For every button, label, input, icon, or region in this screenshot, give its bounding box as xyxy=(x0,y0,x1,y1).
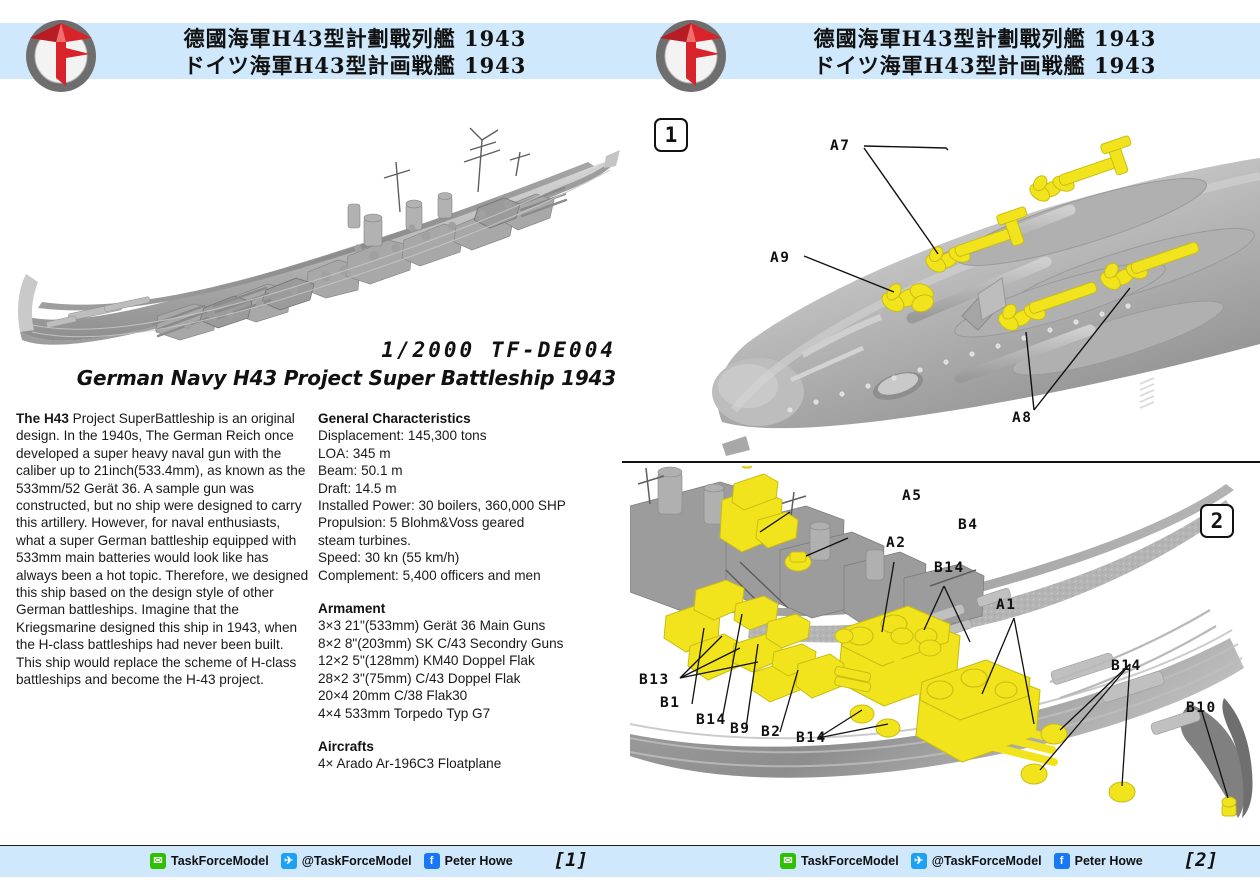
panel2-render xyxy=(630,466,1253,818)
callout-b14: B14 xyxy=(1111,658,1142,674)
spec-line: LOA: 345 m xyxy=(318,445,391,461)
page-right: 德國海軍H43型計劃戰列艦 1943 ドイツ海軍H43型計画戦艦 1943 1 xyxy=(622,0,1260,891)
armament-line: 12×2 5"(128mm) KM40 Doppel Flak xyxy=(318,653,535,669)
page-left: 德國海軍H43型計劃戰列艦 1943 ドイツ海軍H43型計画戦艦 1943 xyxy=(0,10,630,877)
spec-line: steam turbines. xyxy=(318,532,411,548)
callout-a9: A9 xyxy=(770,250,791,266)
callout-b14: B14 xyxy=(934,560,965,576)
callout-b14: B14 xyxy=(696,712,727,728)
description-column: The H43 Project SuperBattleship is an or… xyxy=(16,410,312,689)
panel-number-2: 2 xyxy=(1200,504,1234,538)
spec-line: Beam: 50.1 m xyxy=(318,463,403,479)
header-title-ja: ドイツ海軍H43型計画戦艦 1943 xyxy=(813,52,1157,78)
callout-a2: A2 xyxy=(886,535,907,551)
armament-line: 3×3 21"(533mm) Gerät 36 Main Guns xyxy=(318,618,546,634)
assembly-panel-2: 2 xyxy=(630,466,1260,838)
aircrafts-line: 4× Arado Ar-196C3 Floatplane xyxy=(318,756,502,772)
panel-number-1: 1 xyxy=(654,118,688,152)
social-facebook[interactable]: f Peter Howe xyxy=(1053,853,1143,869)
twitter-icon: ✈ xyxy=(910,853,927,869)
social-label: @TaskForceModel xyxy=(301,854,412,868)
spacer xyxy=(318,584,608,600)
panel1-render xyxy=(712,135,1260,456)
social-wechat[interactable]: ✉ TaskForceModel xyxy=(150,853,269,869)
armament-heading: Armament xyxy=(318,601,386,617)
page-number-right: [2] xyxy=(1183,849,1218,871)
spec-line: Speed: 30 kn (55 km/h) xyxy=(318,550,460,566)
spec-line: Displacement: 145,300 tons xyxy=(318,428,487,444)
scale-code: 1/2000 TF-DE004 xyxy=(381,338,616,362)
header-title-zh: 德國海軍H43型計劃戰列艦 1943 xyxy=(183,26,527,51)
social-facebook[interactable]: f Peter Howe xyxy=(423,853,513,869)
callout-b9: B9 xyxy=(730,721,751,737)
footer-social-right: ✉ TaskForceModel ✈ @TaskForceModel f Pet… xyxy=(780,852,1143,870)
armament-line: 4×4 533mm Torpedo Typ G7 xyxy=(318,705,491,721)
callout-b4: B4 xyxy=(958,517,979,533)
specs-column: General Characteristics Displacement: 14… xyxy=(318,410,608,773)
spec-line: Draft: 14.5 m xyxy=(318,480,397,496)
taskforce-tf-logo-icon xyxy=(652,10,730,92)
social-label: Peter Howe xyxy=(1074,854,1143,868)
description-lead: The H43 xyxy=(16,411,69,426)
spacer xyxy=(318,722,608,738)
callout-a1: A1 xyxy=(996,597,1017,613)
social-label: TaskForceModel xyxy=(801,854,899,868)
callout-a7: A7 xyxy=(830,138,851,154)
header-title-zh: 德國海軍H43型計劃戰列艦 1943 xyxy=(813,26,1157,51)
social-twitter[interactable]: ✈ @TaskForceModel xyxy=(910,853,1042,869)
header-titles-right: 德國海軍H43型計劃戰列艦 1943 ドイツ海軍H43型計画戦艦 1943 xyxy=(770,26,1200,80)
callout-b14: B14 xyxy=(796,730,827,746)
description-paragraph: The H43 Project SuperBattleship is an or… xyxy=(16,410,312,689)
header-title-ja: ドイツ海軍H43型計画戦艦 1943 xyxy=(183,52,527,78)
callout-a8: A8 xyxy=(1012,410,1033,426)
header-band-left xyxy=(0,23,630,79)
header-titles-left: 德國海軍H43型計劃戰列艦 1943 ドイツ海軍H43型計画戦艦 1943 xyxy=(140,26,570,80)
spec-line: Complement: 5,400 officers and men xyxy=(318,567,541,583)
general-characteristics-heading: General Characteristics xyxy=(318,411,471,426)
aircrafts-heading: Aircrafts xyxy=(318,738,374,754)
assembly-panel-1: 1 xyxy=(630,92,1260,460)
armament-line: 20×4 20mm C/38 Flak30 xyxy=(318,688,468,704)
callout-b1: B1 xyxy=(660,695,681,711)
callout-b10: B10 xyxy=(1186,700,1217,716)
social-label: @TaskForceModel xyxy=(931,854,1042,868)
footer-social-left: ✉ TaskForceModel ✈ @TaskForceModel f Pet… xyxy=(150,852,513,870)
twitter-icon: ✈ xyxy=(280,853,297,869)
header-band-right xyxy=(630,23,1260,79)
armament-line: 8×2 8"(203mm) SK C/43 Secondry Guns xyxy=(318,635,564,651)
spec-line: Installed Power: 30 boilers, 360,000 SHP xyxy=(318,498,566,514)
footer-band-right xyxy=(630,845,1260,877)
page-number-left: [1] xyxy=(553,849,588,871)
callout-a5: A5 xyxy=(902,488,923,504)
footer-band-left xyxy=(0,845,630,877)
facebook-icon: f xyxy=(1053,853,1070,869)
callout-b13: B13 xyxy=(639,672,670,688)
social-wechat[interactable]: ✉ TaskForceModel xyxy=(780,853,899,869)
wechat-icon: ✉ xyxy=(780,853,796,869)
facebook-icon: f xyxy=(423,853,440,869)
model-title: German Navy H43 Project Super Battleship… xyxy=(76,366,616,390)
spec-line: Propulsion: 5 Blohm&Voss geared xyxy=(318,515,525,531)
social-label: Peter Howe xyxy=(444,854,513,868)
social-label: TaskForceModel xyxy=(171,854,269,868)
ship-render-image xyxy=(8,100,623,355)
description-body: Project SuperBattleship is an original d… xyxy=(16,411,309,688)
panel-divider xyxy=(622,461,1260,463)
social-twitter[interactable]: ✈ @TaskForceModel xyxy=(280,853,412,869)
armament-line: 28×2 3"(75mm) C/43 Doppel Flak xyxy=(318,670,521,686)
callout-b2: B2 xyxy=(761,724,782,740)
wechat-icon: ✉ xyxy=(150,853,166,869)
taskforce-tf-logo-icon xyxy=(22,10,100,92)
